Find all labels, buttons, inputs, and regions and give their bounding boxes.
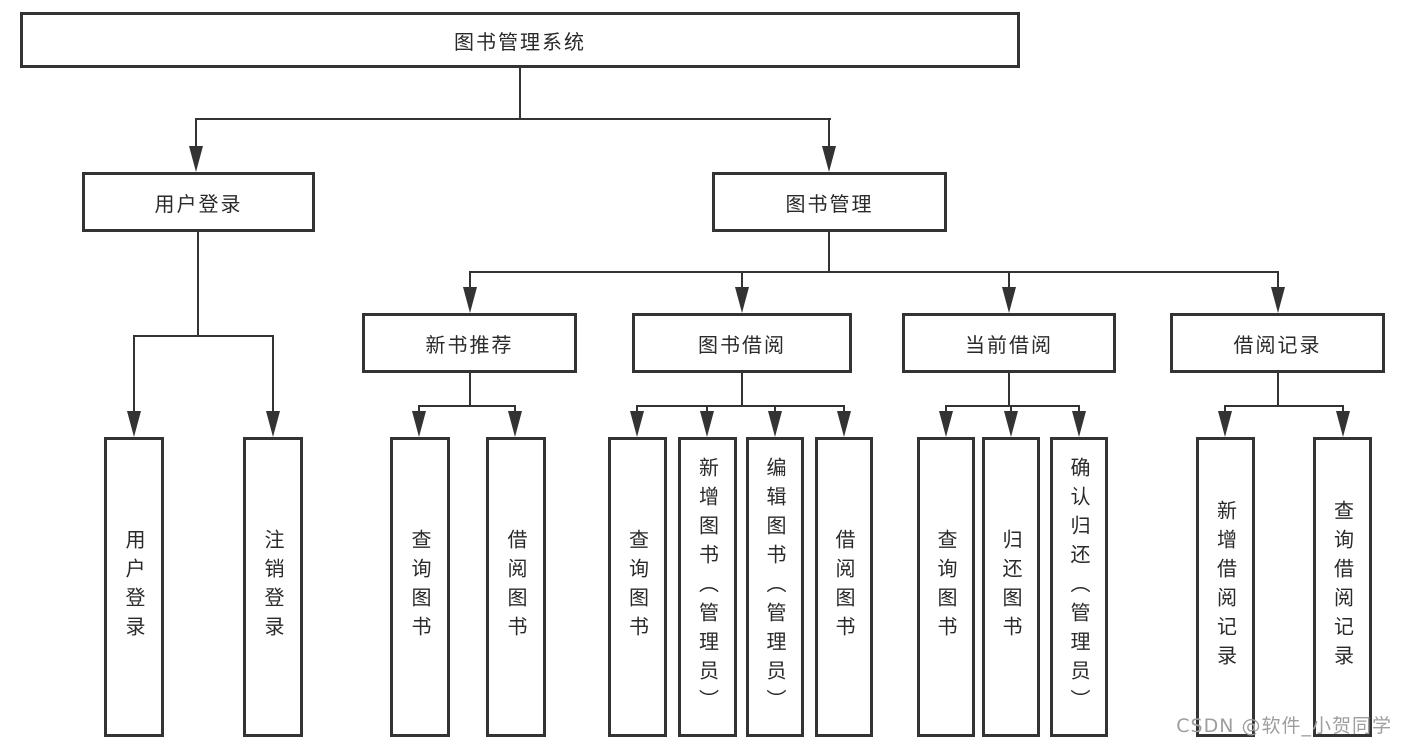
node-label: 确认归还（管理员） [1067,456,1091,718]
connector-line [514,405,516,414]
node-label: 编辑图书（管理员） [763,456,787,718]
arrowhead-down-icon [127,411,141,437]
arrowhead-down-icon [939,411,953,437]
connector-line [195,118,197,150]
connector-line [469,271,471,287]
connector-line [418,405,420,414]
arrowhead-down-icon [1002,287,1016,313]
connector-line [636,405,638,414]
connector-line [1277,271,1279,287]
leaf-query-books-current: 查询图书 [917,437,975,737]
connector-line [1224,405,1344,407]
connector-line [272,335,274,415]
arrowhead-down-icon [837,411,851,437]
node-label: 注销登录 [261,529,285,645]
node-label: 图书管理系统 [454,29,586,54]
arrowhead-down-icon [1271,287,1285,313]
connector-line [195,118,831,120]
connector-line [1008,271,1010,287]
node-borrowing-records: 借阅记录 [1170,313,1385,373]
arrowhead-down-icon [700,411,714,437]
node-library-management-system: 图书管理系统 [20,12,1020,68]
connector-line [197,232,199,337]
leaf-edit-books-admin: 编辑图书（管理员） [746,437,804,737]
node-label: 新增图书（管理员） [695,456,720,718]
connector-line [706,405,708,414]
connector-line [1342,405,1344,414]
connector-line [741,373,743,406]
csdn-watermark: CSDN @软件_小贺同学 [1176,715,1392,737]
arrowhead-down-icon [266,411,280,437]
node-label: 借阅记录 [1233,332,1322,357]
node-label: 新增借阅记录 [1213,500,1238,674]
leaf-query-books-borrowing: 查询图书 [608,437,667,737]
arrowhead-down-icon [1004,411,1018,437]
connector-line [133,335,274,337]
leaf-query-borrow-record: 查询借阅记录 [1313,437,1372,737]
leaf-add-borrow-record: 新增借阅记录 [1196,437,1255,737]
connector-line [828,118,830,150]
leaf-borrow-books-recommend: 借阅图书 [486,437,546,737]
leaf-return-books: 归还图书 [982,437,1040,737]
node-label: 用户登录 [154,191,243,216]
arrowhead-down-icon [1218,411,1232,437]
leaf-logout: 注销登录 [243,437,303,737]
arrowhead-down-icon [412,411,426,437]
node-label: 借阅图书 [504,529,528,645]
arrowhead-down-icon [768,411,782,437]
connector-line [469,271,1279,273]
leaf-add-books-admin: 新增图书（管理员） [678,437,737,737]
connector-line [133,335,135,415]
node-label: 图书借阅 [698,332,786,357]
node-label: 查询图书 [625,529,650,645]
node-label: 查询借阅记录 [1330,500,1355,674]
connector-line [1078,405,1080,414]
node-label: 查询图书 [408,529,432,645]
node-new-book-recommendation: 新书推荐 [362,313,577,373]
connector-line [1277,373,1279,406]
connector-line [774,405,776,414]
node-label: 归还图书 [999,529,1023,645]
arrowhead-down-icon [735,287,749,313]
node-current-borrowing: 当前借阅 [902,313,1116,373]
connector-line [741,271,743,287]
arrowhead-down-icon [189,146,203,172]
connector-line [1224,405,1226,414]
connector-line [1010,405,1012,414]
leaf-confirm-return-admin: 确认归还（管理员） [1050,437,1108,737]
leaf-user-login: 用户登录 [104,437,164,737]
arrowhead-down-icon [1336,411,1350,437]
node-label: 当前借阅 [965,332,1053,357]
arrowhead-down-icon [630,411,644,437]
node-book-borrowing: 图书借阅 [632,313,852,373]
leaf-borrow-books: 借阅图书 [815,437,873,737]
arrowhead-down-icon [508,411,522,437]
connector-line [469,373,471,406]
connector-line [843,405,845,414]
connector-line [828,232,830,271]
connector-line [636,405,845,407]
node-book-management: 图书管理 [712,172,947,232]
node-user-login: 用户登录 [82,172,315,232]
node-label: 图书管理 [785,191,874,216]
arrowhead-down-icon [1072,411,1086,437]
leaf-query-books-recommend: 查询图书 [390,437,450,737]
connector-line [418,405,516,407]
node-label: 用户登录 [122,529,146,645]
node-label: 查询图书 [934,529,958,645]
node-label: 借阅图书 [832,529,856,645]
connector-line [519,68,521,118]
node-label: 新书推荐 [425,332,514,357]
connector-line [945,405,1080,407]
arrowhead-down-icon [463,287,477,313]
connector-line [1008,373,1010,406]
connector-line [945,405,947,414]
arrowhead-down-icon [822,146,836,172]
